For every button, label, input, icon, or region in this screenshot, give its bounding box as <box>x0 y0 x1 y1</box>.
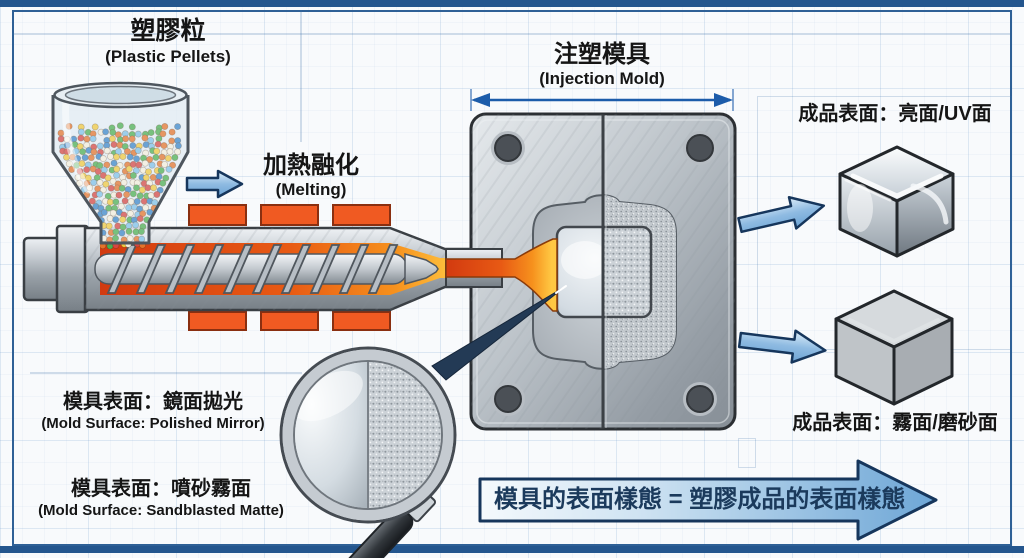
label-melting-en: (Melting) <box>275 180 347 200</box>
arrow-to-matte-cube <box>736 322 829 368</box>
pellet-hopper <box>51 81 190 249</box>
extruder-barrel <box>22 204 482 331</box>
mold-bolt-holes <box>491 131 717 416</box>
plastic-pellets <box>57 122 182 249</box>
heater-bands <box>188 204 391 331</box>
blueprint-line <box>30 372 302 374</box>
barrel-flange <box>55 224 90 314</box>
label-mold-polished-zh: 模具表面：鏡面拋光 <box>63 391 243 413</box>
label-melting: 加熱融化 (Melting) <box>236 152 386 200</box>
label-injection-mold-en: (Injection Mold) <box>539 69 665 89</box>
label-mold-polished-en: (Mold Surface: Polished Mirror) <box>41 414 265 432</box>
label-injection-mold: 注塑模具 (Injection Mold) <box>492 41 712 89</box>
label-plastic-pellets-en: (Plastic Pellets) <box>105 46 231 66</box>
hopper-sheen <box>62 98 92 194</box>
injection-mold <box>445 112 737 431</box>
arrow-to-glossy-cube <box>735 188 829 242</box>
magnifier-rim <box>282 349 454 521</box>
bottom-border-strip <box>0 546 1024 553</box>
hopper-rim-inner <box>64 85 177 105</box>
magnifying-glass <box>279 346 457 558</box>
label-mold-polished: 模具表面：鏡面拋光 (Mold Surface: Polished Mirror… <box>26 391 280 432</box>
label-mold-sandblasted-zh: 模具表面：噴砂霧面 <box>71 478 251 500</box>
label-injection-mold-zh: 注塑模具 <box>554 41 650 68</box>
magnifier-pointer <box>431 285 567 381</box>
polished-half <box>557 227 603 317</box>
melting-arrow-icon <box>185 169 244 199</box>
blueprint-line <box>738 438 756 468</box>
extruder-screw <box>94 244 439 294</box>
screw-flights <box>106 244 399 294</box>
sprue-molten-plastic <box>445 238 558 312</box>
surface-equation-arrow <box>478 459 938 541</box>
label-melting-zh: 加熱融化 <box>263 152 359 179</box>
top-border-strip <box>0 0 1024 7</box>
label-plastic-pellets-zh: 塑膠粒 <box>130 17 206 45</box>
label-plastic-pellets: 塑膠粒 (Plastic Pellets) <box>58 17 278 67</box>
label-product-glossy: 成品表面：亮面/UV面 <box>798 103 992 125</box>
label-surface-equation: 模具的表面樣態 = 塑膠成品的表面樣態 <box>494 486 906 513</box>
dimension-line <box>470 89 734 111</box>
label-mold-sandblasted: 模具表面：噴砂霧面 (Mold Surface: Sandblasted Mat… <box>20 478 302 519</box>
glossy-highlights <box>844 173 949 232</box>
matte-soft-highlight <box>848 318 940 343</box>
label-mold-sandblasted-en: (Mold Surface: Sandblasted Matte) <box>38 501 284 519</box>
matte-cube <box>834 289 954 406</box>
mold-parting-line <box>601 114 605 429</box>
blueprint-frame <box>12 10 1012 546</box>
sandblasted-half <box>603 195 676 369</box>
blueprint-line <box>12 33 1010 35</box>
hopper-glass-front <box>51 95 190 245</box>
glossy-cube <box>838 145 955 258</box>
blueprint-line <box>300 10 302 142</box>
label-product-matte: 成品表面：霧面/磨砂面 <box>792 412 998 434</box>
